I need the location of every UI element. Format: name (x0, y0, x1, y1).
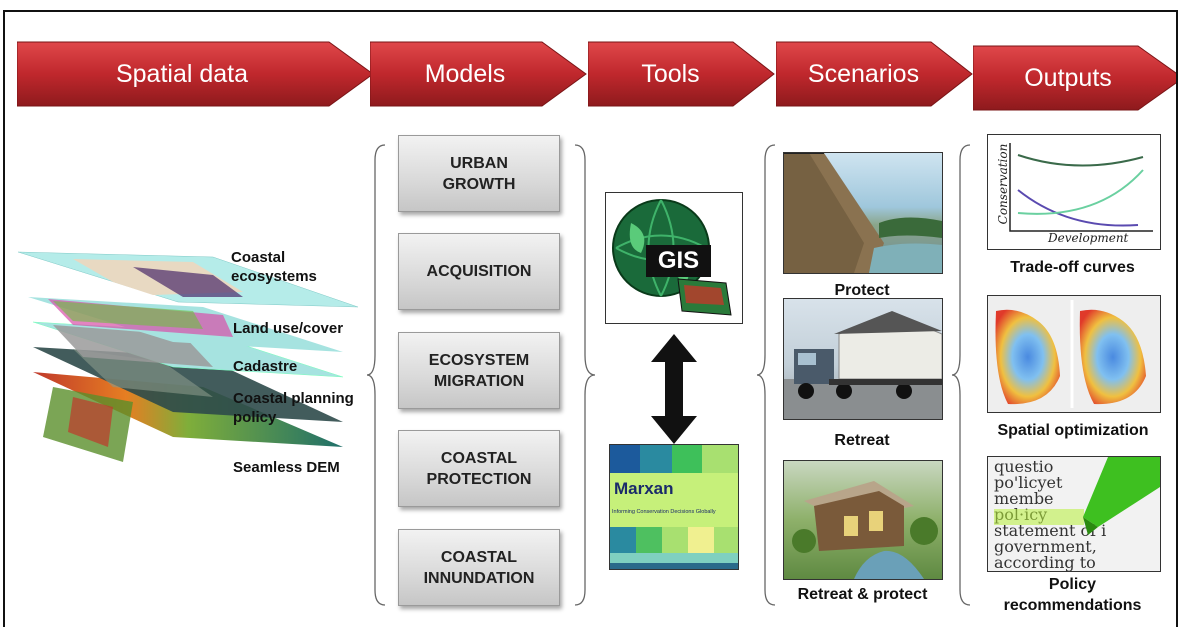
tradeoff-curve-3 (1017, 169, 1144, 215)
retreat-protect-photo (783, 460, 943, 580)
model-acquisition: ACQUISITION (398, 233, 560, 310)
stage-label-scenarios: Scenarios (807, 59, 920, 88)
tradeoff-curve-1 (1017, 154, 1144, 167)
tradeoff-ylabel: Conservation (996, 143, 1010, 225)
double-arrow (651, 334, 697, 444)
scenario-label-retreat-protect: Retreat & protect (797, 586, 928, 603)
tradeoff-curve-2 (1017, 189, 1139, 227)
scenario-label-retreat: Retreat (834, 432, 890, 449)
output-label-tradeoff: Trade-off curves (1010, 259, 1135, 276)
stage-label-outputs: Outputs (1024, 63, 1112, 92)
model-urban-growth: URBAN GROWTH (398, 135, 560, 212)
layer-stack-illustration (17, 251, 359, 462)
stage-arrow-scenarios (776, 41, 973, 107)
marxan-tagline: Informing Conservation Decisions Globall… (612, 509, 716, 515)
stage-arrow-tools (588, 41, 775, 107)
scenario-label-protect: Protect (834, 282, 890, 299)
layer-label-seamless-dem: Seamless DEM (233, 459, 340, 476)
outputs-left-brace (951, 144, 971, 606)
stage-arrow-outputs (973, 45, 1176, 111)
diagram-frame: Spatial data Models Tools Scenarios Outp… (3, 10, 1178, 627)
spatial-optimization-map (987, 295, 1161, 413)
marxan-title: Marxan (614, 479, 674, 498)
retreat-photo (783, 298, 943, 420)
stage-label-spatial-data: Spatial data (115, 59, 249, 88)
layer-label-cadastre: Cadastre (233, 358, 298, 375)
models-right-brace (574, 144, 596, 606)
marxan-logo: Marxan Informing Conservation Decisions … (609, 444, 739, 570)
tradeoff-xlabel: Development (1048, 231, 1129, 245)
gis-logo: GIS (605, 192, 743, 324)
gis-label: GIS (657, 247, 700, 274)
tradeoff-chart: Conservation Development (987, 134, 1161, 250)
policy-image: questio po'licyet membe pol·icy statemen… (987, 456, 1161, 572)
layer-label-coastal-planning-policy: Coastal planning policy (233, 390, 354, 426)
layer-label-coastal-ecosystems: Coastal ecosystems (231, 249, 317, 285)
stage-arrow-spatial-data (17, 41, 374, 107)
stage-label-tools: Tools (641, 59, 700, 88)
scenarios-left-brace (756, 144, 776, 606)
models-left-brace (366, 144, 386, 606)
stage-arrow-models (370, 41, 587, 107)
model-coastal-protection: COASTAL PROTECTION (398, 430, 560, 507)
stage-label-models: Models (424, 59, 506, 88)
layer-label-land-use: Land use/cover (233, 320, 344, 337)
model-ecosystem-migration: ECOSYSTEM MIGRATION (398, 332, 560, 409)
output-label-spatial-optimization: Spatial optimization (997, 422, 1149, 439)
output-label-policy: Policy recommendations (1003, 576, 1142, 614)
protect-photo (783, 152, 943, 274)
model-coastal-innundation: COASTAL INNUNDATION (398, 529, 560, 606)
